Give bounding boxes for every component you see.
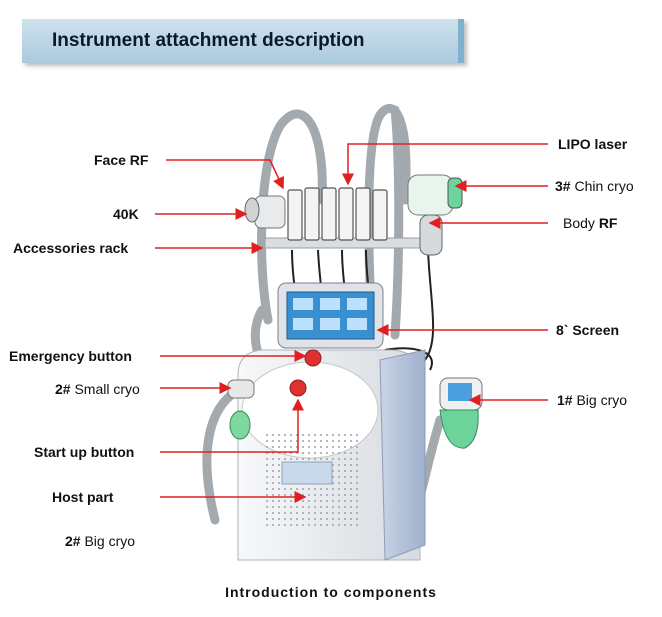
callout-arrows <box>155 143 548 503</box>
label-screen: 8` Screen <box>556 322 620 338</box>
label-chin-cryo: 3# Chin cryo <box>555 178 634 194</box>
host-label-plate <box>281 461 333 485</box>
label-lipo-laser: LIPO laser <box>558 136 628 152</box>
caption: Introduction to components <box>225 584 437 600</box>
page-title: Instrument attachment description <box>52 30 365 51</box>
k40-handle <box>244 197 260 223</box>
label-face-rf: Face RF <box>94 152 149 168</box>
label-accessories-rack: Accessories rack <box>13 240 129 256</box>
small-cryo-handle <box>227 379 255 399</box>
body-rf-handle <box>419 214 443 256</box>
label-small-cryo: 2# Small cryo <box>55 381 140 397</box>
chin-cryo-tip <box>447 177 463 209</box>
lipo-laser-pads <box>287 187 388 241</box>
label-host-part: Host part <box>52 489 114 505</box>
screen-icons <box>293 298 367 330</box>
label-40k: 40K <box>113 206 139 222</box>
big-cryo-1-tip <box>439 409 479 449</box>
title-banner: Instrument attachment description <box>22 19 464 63</box>
label-start-up-button: Start up button <box>34 444 135 460</box>
start-up-button[interactable] <box>289 379 307 397</box>
emergency-button[interactable] <box>304 349 322 367</box>
label-emergency-button: Emergency button <box>9 348 132 364</box>
label-big-cryo-2: 2# Big cryo <box>65 533 136 549</box>
host-side-panel <box>379 349 426 561</box>
chin-cryo-handle <box>407 174 454 216</box>
face-rf-handle <box>254 195 286 229</box>
big-cryo-1-display <box>448 383 472 401</box>
small-cryo-tip <box>229 410 251 440</box>
label-body-rf: Body RF <box>563 215 618 231</box>
label-big-cryo-1: 1# Big cryo <box>557 392 628 408</box>
